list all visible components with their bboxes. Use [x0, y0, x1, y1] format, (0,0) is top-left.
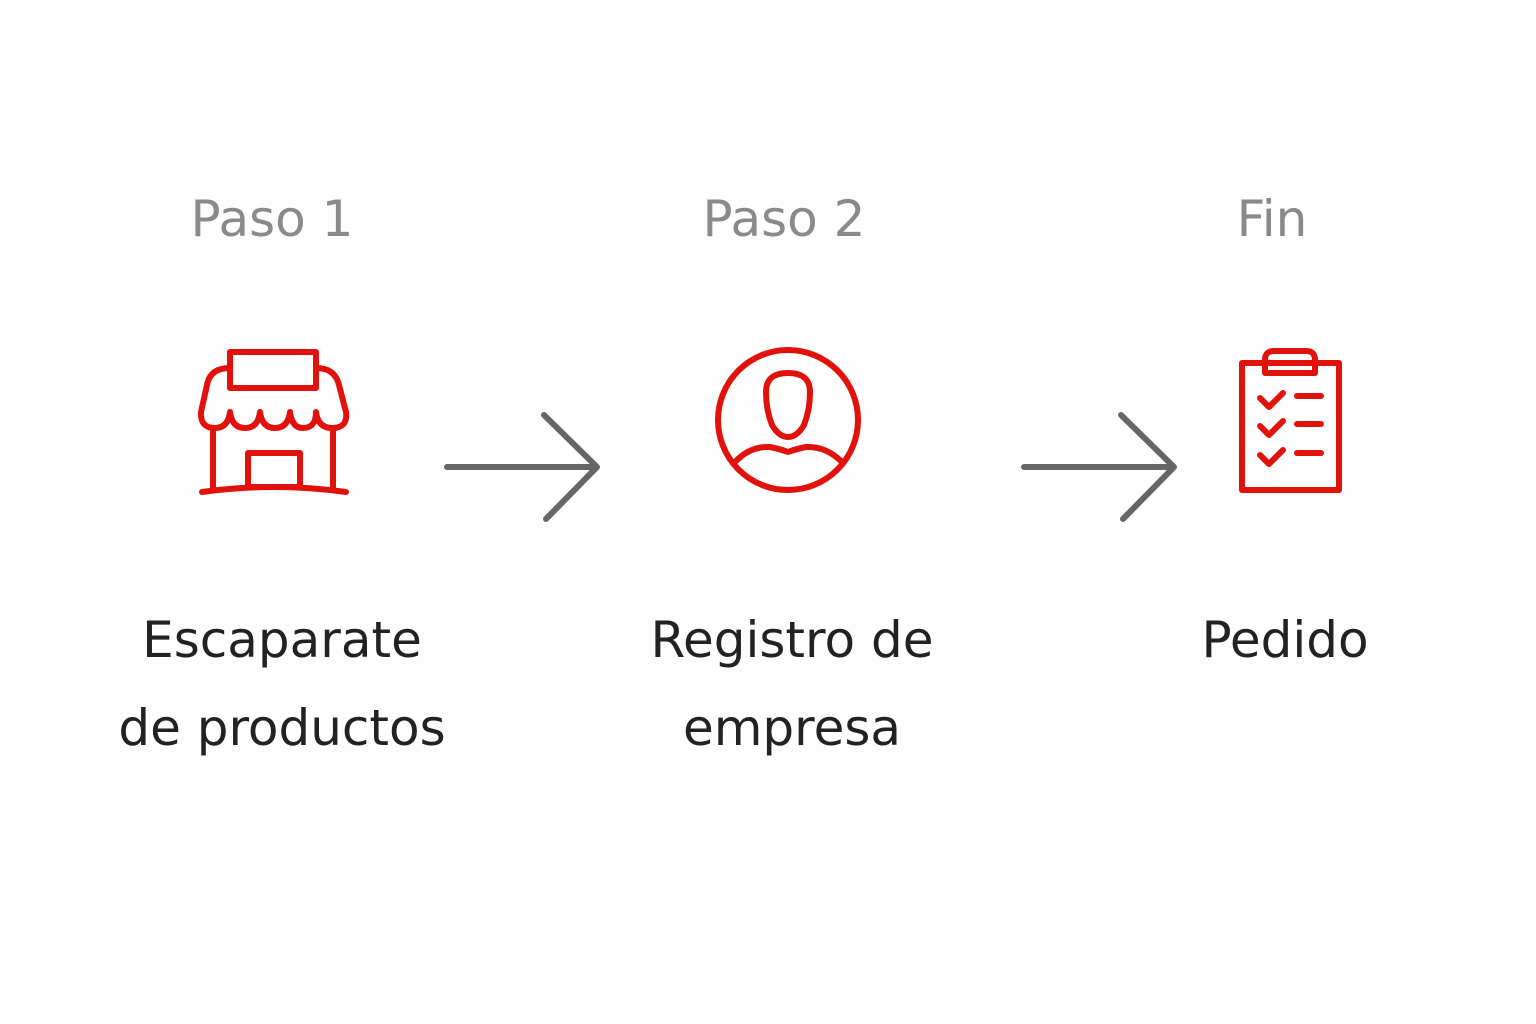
label-line: Registro de: [650, 611, 934, 669]
arrow-right-icon: [1021, 412, 1177, 522]
arrow-right-icon: [444, 412, 600, 522]
label-line: Pedido: [1201, 611, 1369, 669]
label-line: Escaparate: [142, 611, 422, 669]
clipboard-checklist-icon: [1239, 348, 1342, 493]
label-line: de productos: [118, 699, 446, 757]
step-label: Registro de empresa: [562, 596, 1022, 772]
step-title: Paso 2: [702, 190, 866, 248]
label-line: empresa: [682, 699, 902, 757]
step-label: Escaparate de productos: [52, 596, 512, 772]
step-label: Pedido: [1055, 596, 1515, 684]
user-circle-icon: [715, 347, 861, 493]
storefront-icon: [197, 349, 350, 495]
step-title: Fin: [1236, 190, 1308, 248]
step-title: Paso 1: [190, 190, 354, 248]
